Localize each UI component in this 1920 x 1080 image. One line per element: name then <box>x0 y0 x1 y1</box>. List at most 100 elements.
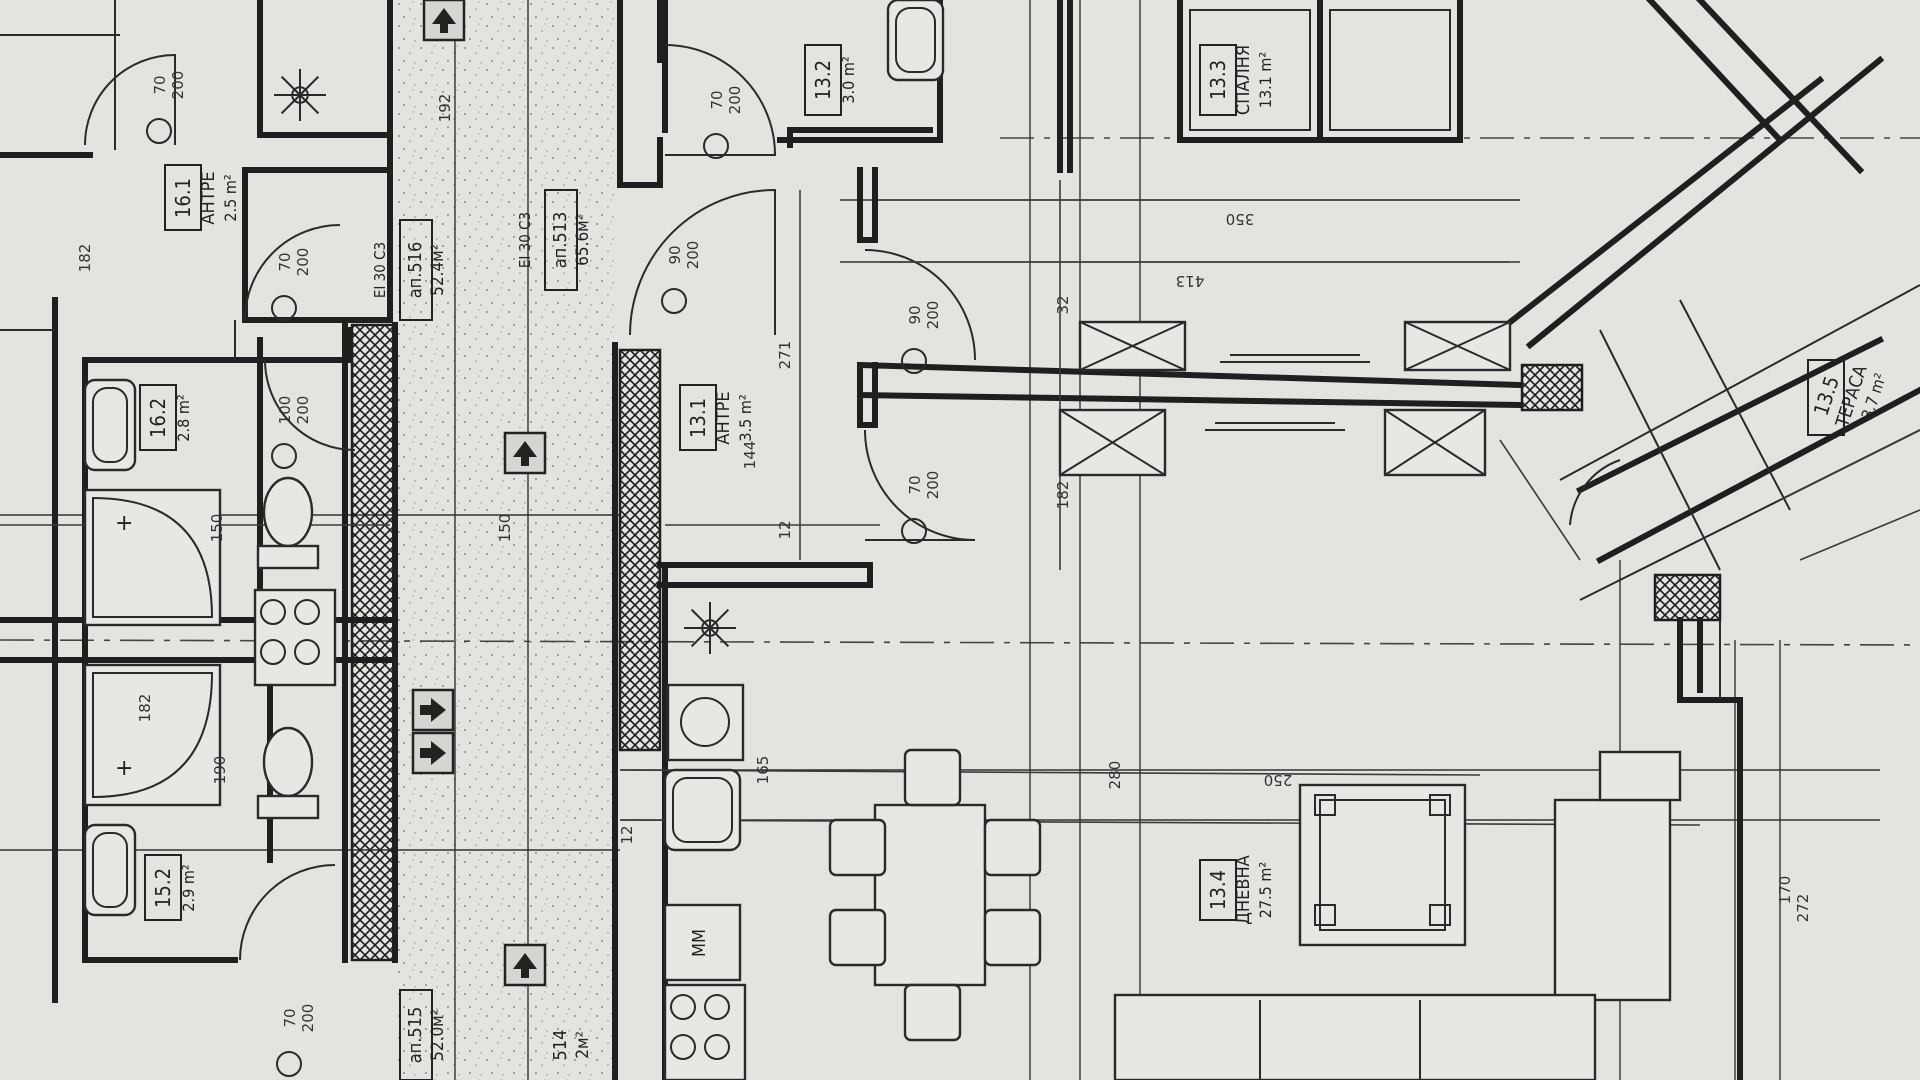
toilet-icon <box>256 476 320 570</box>
sink-icon <box>83 378 137 472</box>
dimension-value: 190 <box>211 756 229 785</box>
room-label-boxes <box>139 44 1845 1080</box>
stair-arrow-icon <box>503 943 547 987</box>
corridor-fill <box>395 0 615 1080</box>
dimension-value: 12 <box>776 520 794 539</box>
room-area-13-2: 3.0 m² <box>839 56 858 103</box>
door-width: 70 <box>281 1008 299 1027</box>
door-height: 200 <box>684 241 702 270</box>
door-width: 70 <box>906 475 924 494</box>
dimension-value: 271 <box>776 341 794 370</box>
stair-arrow-icon <box>411 731 455 775</box>
dimension-value: 280 <box>1106 761 1124 790</box>
door-tag-circle <box>271 443 297 469</box>
door-tag-circle <box>276 1051 302 1077</box>
svg-text:+: + <box>115 511 133 536</box>
snowflake-icon <box>684 602 736 654</box>
hatched-column-bottom <box>1653 573 1722 622</box>
dimension-value: 250 <box>1264 771 1293 789</box>
sink-icon <box>663 768 742 852</box>
stove-icon <box>253 588 337 687</box>
door-height: 200 <box>169 71 187 100</box>
shower-icon: + <box>83 663 222 807</box>
dishwasher <box>663 903 742 982</box>
dimension-value: 182 <box>1054 481 1072 510</box>
door-height: 200 <box>924 301 942 330</box>
fixtures: ++ <box>83 0 1682 1080</box>
stair-arrow-icon <box>422 0 466 42</box>
wardrobe <box>1403 320 1512 372</box>
terrace-walls <box>1495 0 1920 1080</box>
svg-text:+: + <box>115 756 133 781</box>
door-height: 200 <box>924 471 942 500</box>
stove-icon <box>663 983 747 1080</box>
hatched-column-top <box>1520 363 1584 412</box>
door-width: 100 <box>276 396 294 425</box>
hatched-wall-left <box>350 323 396 962</box>
door-width: 70 <box>276 252 294 271</box>
dimension-value: 413 <box>1176 272 1205 290</box>
apartment-id: ап.515 <box>405 1007 426 1064</box>
stair-arrow-icon <box>411 688 455 732</box>
door-width: 90 <box>666 245 684 264</box>
snowflake-icon <box>274 69 326 121</box>
apartment-area: 52.4м² <box>428 244 448 296</box>
dimension-value: 272 <box>1794 894 1812 923</box>
fire-rating: EI 30 C3 <box>371 242 389 298</box>
room-number-13-4: 13.4 <box>1206 870 1230 910</box>
stair-arrow-icon <box>503 431 547 475</box>
room-number-15-2: 15.2 <box>151 868 175 908</box>
room-number-13-2: 13.2 <box>811 60 835 100</box>
door-height: 200 <box>294 248 312 277</box>
apartment-area: 2м² <box>573 1031 593 1058</box>
wardrobe <box>1383 408 1487 477</box>
door-tag-circle <box>271 295 297 321</box>
wardrobe <box>1058 408 1167 477</box>
room-number-13-3: 13.3 <box>1206 60 1230 100</box>
room-area-13-3: 13.1 m² <box>1256 52 1275 108</box>
dishwasher-label: ММ <box>689 929 710 957</box>
dimension-value: 12 <box>618 825 636 844</box>
room-area-13-4: 27.5 m² <box>1256 862 1275 918</box>
room-area-13-1: 3.5 m² <box>736 394 755 441</box>
door-tag-circle <box>901 348 927 374</box>
dimension-value: 32 <box>1054 295 1072 314</box>
room-name-16-1: АНТРЕ <box>198 171 219 224</box>
room-name-13-3: СПАЛНЯ <box>1233 45 1254 115</box>
room-area-16-2: 2.8 m² <box>174 394 193 441</box>
coffee-table <box>1298 783 1467 947</box>
room-number-13-1: 13.1 <box>686 398 710 438</box>
hatched-wall-center <box>618 348 662 752</box>
door-tag-circle <box>703 133 729 159</box>
wardrobe <box>1078 320 1187 372</box>
apartment-area: 52.0м² <box>428 1009 448 1061</box>
room-number-16-2: 16.2 <box>146 398 170 438</box>
dimension-value: 350 <box>1226 210 1255 228</box>
room-area-16-1: 2.5 m² <box>221 174 240 221</box>
left-apartment-walls <box>0 0 398 1003</box>
dimension-value: 192 <box>436 94 454 123</box>
hanger-rails <box>1205 354 1370 431</box>
room-name-13-4: ДНЕВНА <box>1233 855 1254 924</box>
sofa <box>1113 750 1682 1080</box>
apartment-id: ап.516 <box>405 242 426 299</box>
washer-icon <box>666 683 745 762</box>
dimension-value: 144 <box>741 441 759 470</box>
apartment-id: ап.513 <box>550 212 571 269</box>
shower-icon: + <box>83 488 222 627</box>
dimension-value: 182 <box>136 694 154 723</box>
door-height: 200 <box>299 1004 317 1033</box>
sink-icon <box>83 823 137 917</box>
apartment-area: 65.6м² <box>573 214 593 266</box>
room-number-16-1: 16.1 <box>171 178 195 218</box>
dimension-value: 150 <box>208 514 226 543</box>
door-height: 200 <box>294 396 312 425</box>
door-width: 90 <box>906 305 924 324</box>
dimension-lines <box>0 180 1920 826</box>
dining-table <box>828 748 1042 1042</box>
door-width: 70 <box>151 75 169 94</box>
door-tag-circle <box>901 518 927 544</box>
door-height: 200 <box>726 86 744 115</box>
